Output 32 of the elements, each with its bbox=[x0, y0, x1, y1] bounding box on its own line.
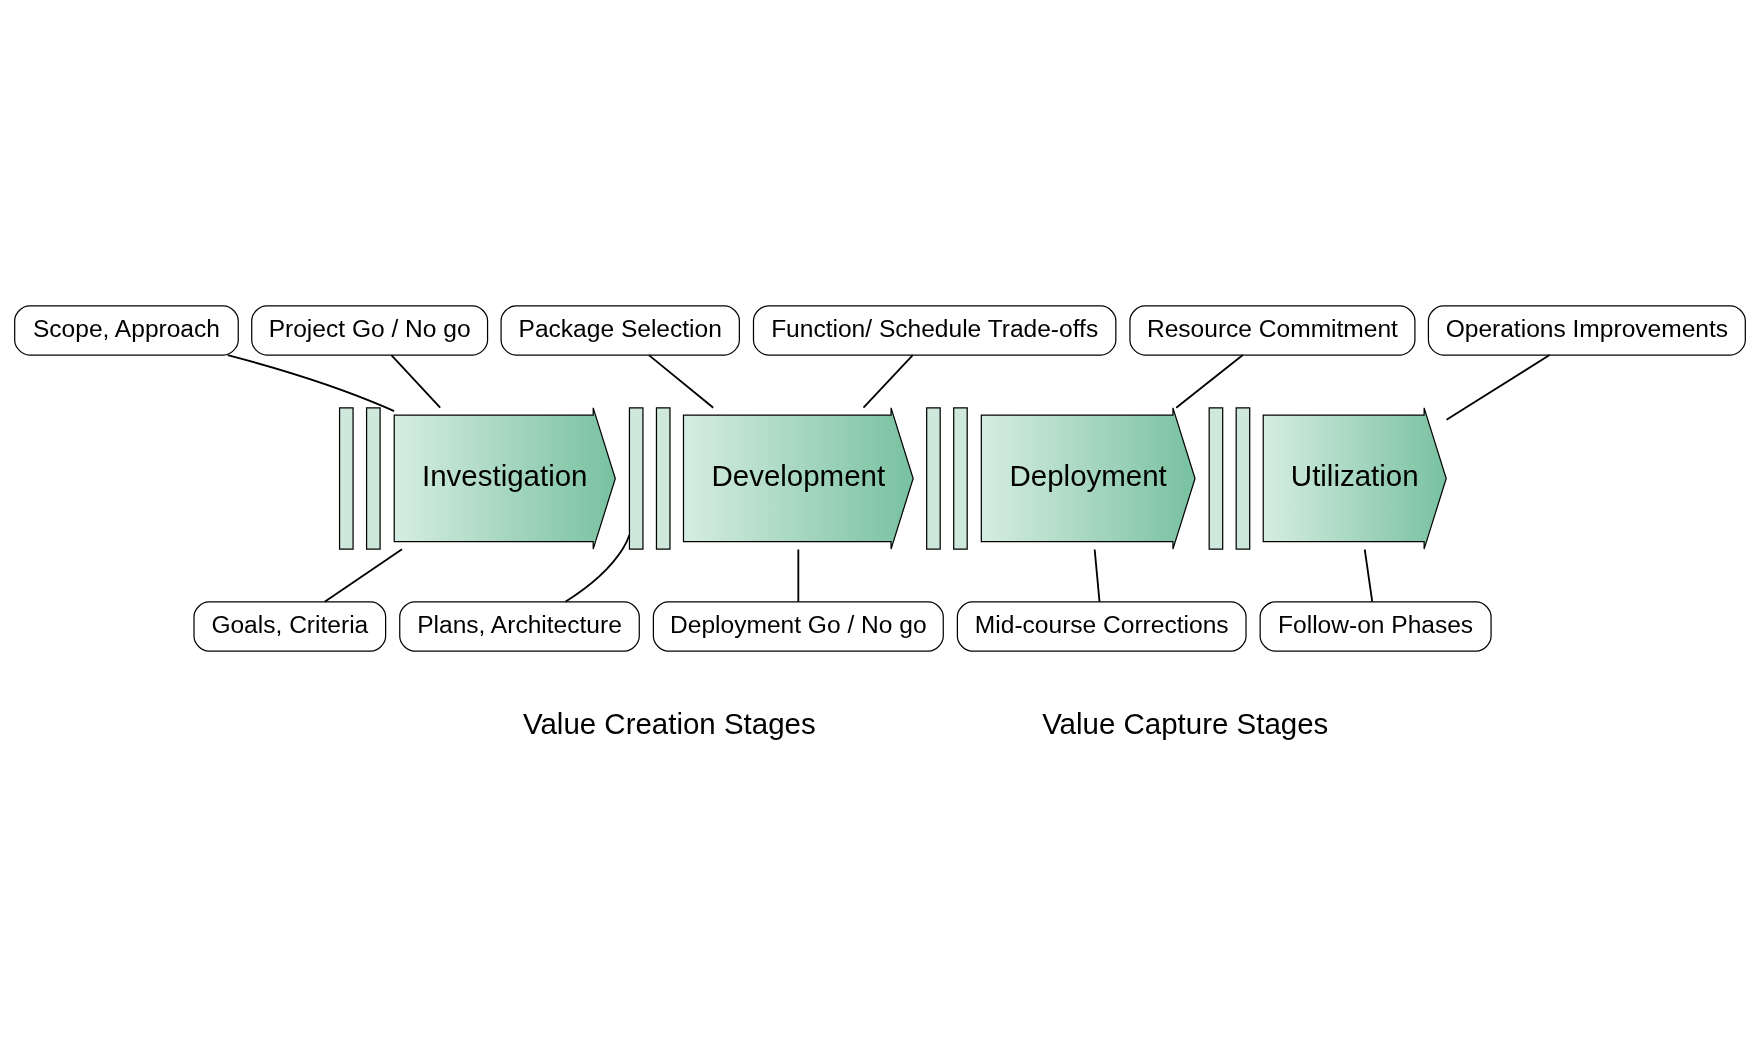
connector bbox=[323, 547, 403, 603]
node-box: Project Go / No go bbox=[250, 304, 488, 356]
node-box: Package Selection bbox=[499, 304, 740, 356]
connector bbox=[389, 353, 441, 409]
node-box: Goals, Criteria bbox=[192, 600, 386, 652]
node-bar bbox=[338, 406, 354, 550]
label: Value Capture Stages bbox=[1041, 706, 1328, 740]
node-bar bbox=[1235, 406, 1250, 550]
connector bbox=[564, 533, 630, 603]
connector bbox=[226, 353, 395, 412]
connector bbox=[1174, 353, 1244, 409]
connector bbox=[647, 353, 714, 409]
label: Value Creation Stages bbox=[522, 706, 816, 740]
node-box: Operations Improvements bbox=[1427, 304, 1746, 356]
connector bbox=[1363, 548, 1373, 603]
node-bar bbox=[655, 406, 671, 550]
node-bar bbox=[628, 406, 644, 550]
connector bbox=[796, 548, 799, 603]
node-box: Mid-course Corrections bbox=[956, 600, 1247, 652]
node-box: Plans, Architecture bbox=[398, 600, 640, 652]
connector bbox=[1445, 353, 1550, 421]
node-bar bbox=[925, 406, 941, 550]
node-box: Deployment Go / No go bbox=[652, 600, 944, 652]
node-bar bbox=[952, 406, 968, 550]
node-box: Scope, Approach bbox=[13, 304, 239, 356]
connector bbox=[1093, 548, 1100, 603]
node-bar bbox=[365, 406, 381, 550]
node-box: Resource Commitment bbox=[1128, 304, 1416, 356]
connector bbox=[862, 353, 914, 409]
node-box: Follow-on Phases bbox=[1259, 600, 1492, 652]
node-box: Function/ Schedule Trade-offs bbox=[752, 304, 1116, 356]
node-bar bbox=[1208, 406, 1223, 550]
